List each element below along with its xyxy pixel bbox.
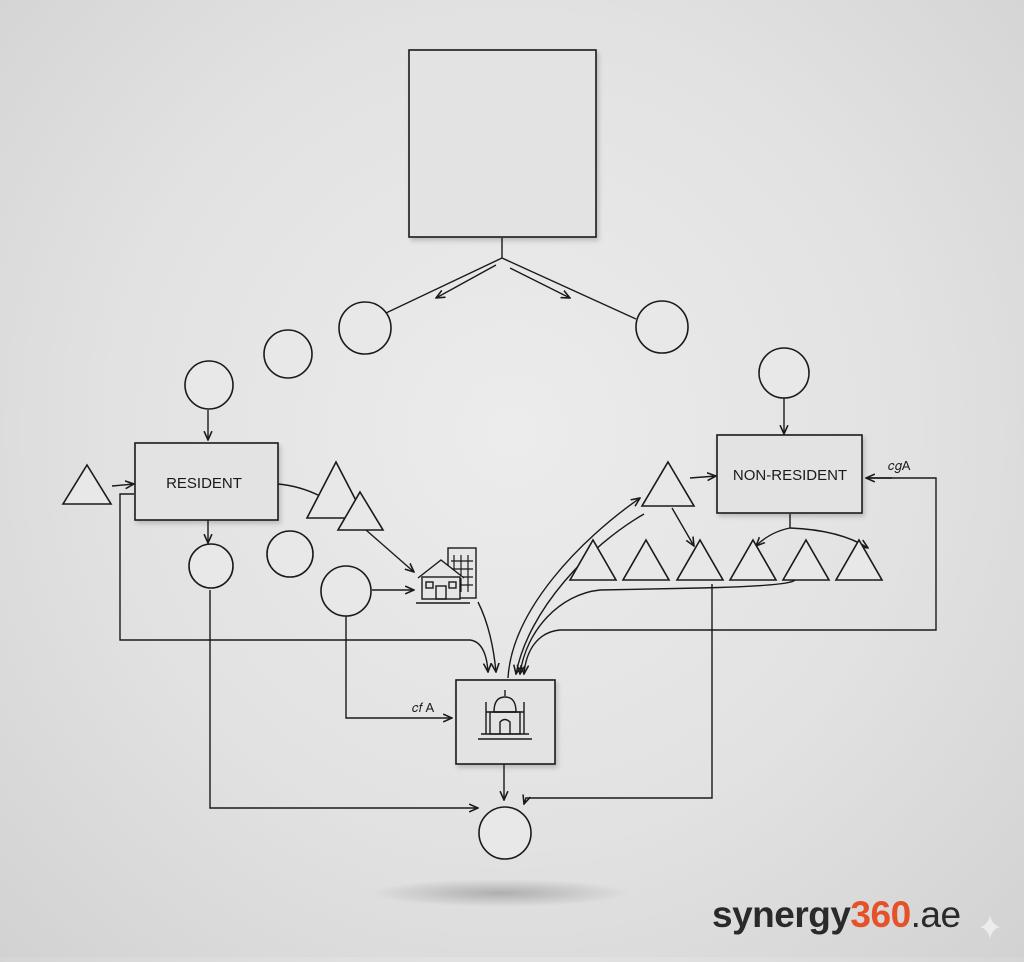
connector-triangle-to-hub-a bbox=[516, 513, 645, 674]
circles bbox=[184, 300, 810, 860]
triangle-row-5 bbox=[781, 538, 831, 581]
connector-triangle-to-buildings bbox=[365, 529, 414, 572]
floor-shadow bbox=[370, 879, 630, 907]
circle-top-left bbox=[338, 301, 392, 355]
brand-name: synergy bbox=[712, 894, 851, 935]
circle-right-input bbox=[758, 347, 810, 399]
connectors bbox=[111, 238, 937, 808]
connector-nonres-left bbox=[756, 527, 791, 546]
circle-left-input bbox=[184, 360, 234, 410]
triangle-row-3 bbox=[675, 538, 725, 581]
top-box bbox=[408, 49, 597, 238]
connector-top-left-branch bbox=[366, 257, 503, 323]
connector-resident-to-triangle bbox=[277, 483, 321, 497]
connector-leftcircle-to-bottom bbox=[209, 590, 478, 808]
sparkle-icon bbox=[980, 915, 1000, 939]
non-resident-box bbox=[716, 434, 863, 514]
triangles bbox=[61, 460, 884, 581]
connector-top-right-branch bbox=[501, 257, 637, 320]
triangle-resident-big bbox=[305, 460, 367, 519]
connector-triangle-to-resident bbox=[111, 484, 134, 486]
connector-circle-to-hub bbox=[345, 614, 452, 718]
triangle-row-4 bbox=[728, 538, 778, 581]
brand-number: 360 bbox=[850, 894, 911, 935]
mosque-icon bbox=[478, 690, 532, 740]
annotation-left-glyph: 𝑐𝑓 A bbox=[412, 700, 435, 715]
triangle-left-input bbox=[61, 463, 113, 505]
non-resident-label: NON-RESIDENT bbox=[733, 467, 847, 484]
buildings-icon bbox=[416, 547, 477, 604]
connector-right-loop bbox=[524, 477, 937, 674]
circle-upper-left bbox=[263, 329, 313, 379]
triangle-resident-small bbox=[336, 490, 385, 531]
connector-triangles-to-hub bbox=[520, 579, 796, 674]
connector-top-inner-right bbox=[509, 267, 570, 298]
connector-triangle-to-triangle bbox=[671, 507, 694, 546]
circle-top-right bbox=[635, 300, 689, 354]
connector-triangle-to-nonresident bbox=[689, 476, 716, 478]
connector-right-to-bottom bbox=[524, 584, 713, 804]
triangle-row-6 bbox=[834, 538, 884, 581]
circle-middle bbox=[320, 565, 372, 617]
connector-buildings-to-hub bbox=[477, 601, 496, 672]
resident-box bbox=[134, 442, 279, 521]
connector-left-loop bbox=[119, 493, 488, 672]
triangle-nonres-input bbox=[640, 460, 696, 507]
triangle-row-2 bbox=[621, 538, 671, 581]
triangle-row-1 bbox=[568, 538, 618, 581]
circle-bottom bbox=[478, 806, 532, 860]
circle-resident-output bbox=[188, 543, 234, 589]
brand-tld: .ae bbox=[910, 894, 961, 935]
circle-middle-left bbox=[266, 530, 314, 578]
connector-hub-to-triangle bbox=[507, 498, 640, 679]
brand-logo: synergy360.ae bbox=[712, 896, 961, 933]
connector-top-inner-left bbox=[436, 264, 497, 298]
annotation-right-glyph: 𝑐𝑔A bbox=[888, 458, 911, 473]
resident-label: RESIDENT bbox=[166, 475, 242, 492]
